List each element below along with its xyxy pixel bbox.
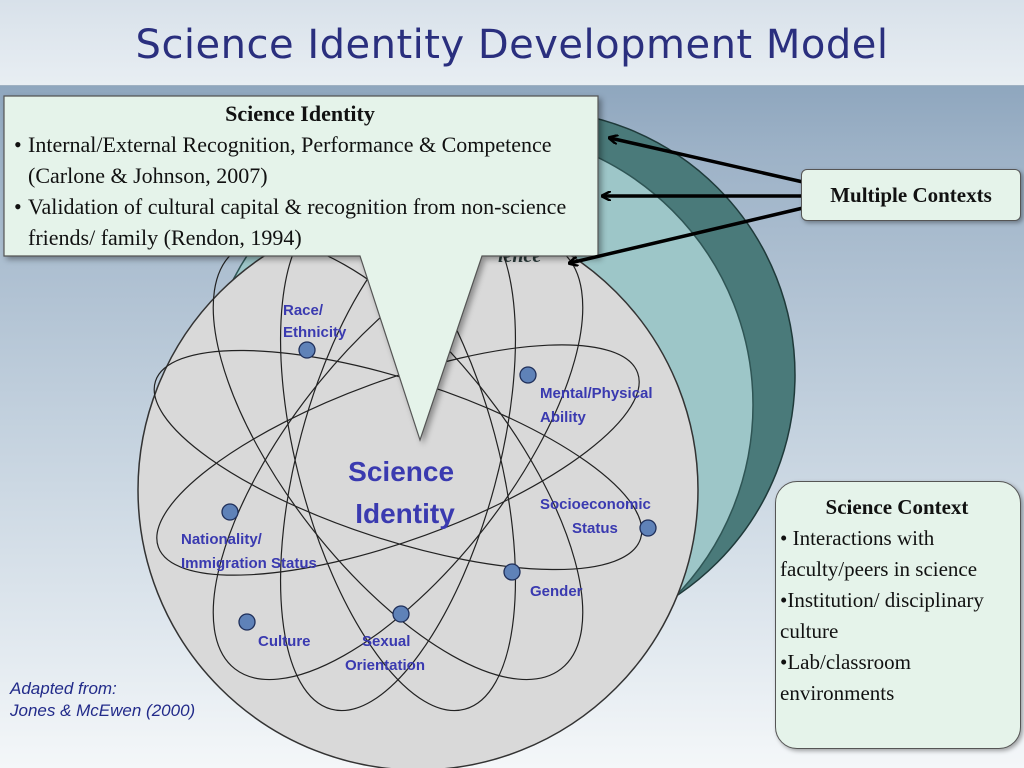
citation-line: Adapted from: [10,679,117,698]
citation-line: Jones & McEwen (2000) [10,701,196,720]
node-race-ethnicity [298,341,316,359]
label-socioeconomic-status: Socioeconomic Status [540,496,655,537]
callout-bullet: Validation of cultural capital & recogni… [10,191,590,253]
node-socioeconomic-status [639,519,657,537]
context-arrows [570,138,804,263]
slide-title: Science Identity Development Model [135,22,889,68]
node-gender [503,563,521,581]
label-mental-physical-ability: Mental/Physical Ability [540,385,657,426]
center-science-identity-label: Science Identity [348,456,462,529]
science-context-box: Science Context • Interactions with facu… [775,481,1021,749]
label-race-ethnicity: Race/ Ethnicity [283,302,347,341]
node-mental-physical-ability [519,366,537,384]
callout-heading: Science Identity [225,101,375,126]
science-identity-callout-text: Science Identity Internal/External Recog… [10,98,590,253]
science-context-heading: Science Context [825,495,969,519]
science-context-item: •Lab/classroom environments [780,650,911,705]
node-nationality-immigration [221,503,239,521]
citation: Adapted from: Jones & McEwen (2000) [10,678,195,722]
label-culture: Culture [258,633,311,650]
science-context-item: • Interactions with faculty/peers in sci… [780,526,978,581]
orbit-ellipse [156,344,640,576]
node-sexual-orientation [392,605,410,623]
title-bar: Science Identity Development Model [0,0,1024,86]
science-context-item: •Institution/ disciplinary culture [780,588,984,643]
label-nationality-immigration: Nationality/ Immigration Status [181,531,317,572]
arrow-inner [570,206,804,263]
arrow-outer [610,138,804,184]
callout-bullet: Internal/External Recognition, Performan… [10,129,590,191]
label-sexual-orientation: Sexual Orientation [345,633,425,674]
node-culture [238,613,256,631]
multiple-contexts-box: Multiple Contexts [801,169,1021,221]
science-context-list: • Interactions with faculty/peers in sci… [780,523,1014,709]
label-gender: Gender [530,583,583,600]
callout-bullet-list: Internal/External Recognition, Performan… [10,129,590,253]
multiple-contexts-label: Multiple Contexts [830,182,992,207]
